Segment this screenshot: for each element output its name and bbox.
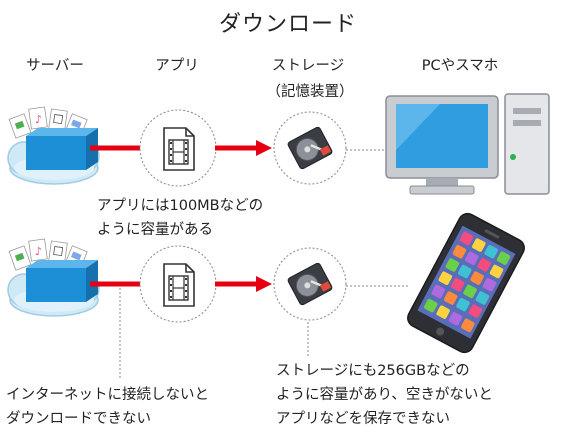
film-file-icon-bottom — [139, 245, 217, 323]
note-storage-line3: アプリなどを保存できない — [276, 411, 450, 427]
note-app-size-line2: ように容量がある — [97, 222, 213, 238]
note-storage-line1: ストレージにも256GBなどの — [276, 363, 470, 379]
desktop-pc-icon — [385, 93, 550, 195]
server-cloud-icon-bottom — [7, 238, 100, 317]
arrow-app-to-storage-bottom — [215, 276, 272, 292]
header-storage: ストレージ — [271, 58, 345, 74]
hard-disk-icon-bottom — [272, 246, 348, 322]
header-server: サーバー — [26, 58, 84, 74]
note-app-size-line1: アプリには100MBなどの — [97, 198, 264, 214]
arrow-app-to-storage-top — [215, 140, 272, 156]
note-internet-line1: インターネットに接続しないと — [6, 387, 209, 403]
hard-disk-icon-top — [272, 110, 348, 186]
note-storage-line2: ように容量があり、空きがないと — [276, 387, 493, 403]
film-file-icon-top — [139, 109, 217, 187]
server-cloud-icon-top — [7, 106, 100, 185]
header-device: PCやスマホ — [421, 58, 499, 74]
smartphone-icon — [407, 212, 525, 354]
header-app: アプリ — [155, 58, 199, 74]
diagram-title: ダウンロード — [218, 12, 357, 37]
header-storage-sub: （記憶装置） — [266, 84, 354, 100]
note-internet-line2: ダウンロードできない — [6, 411, 151, 427]
